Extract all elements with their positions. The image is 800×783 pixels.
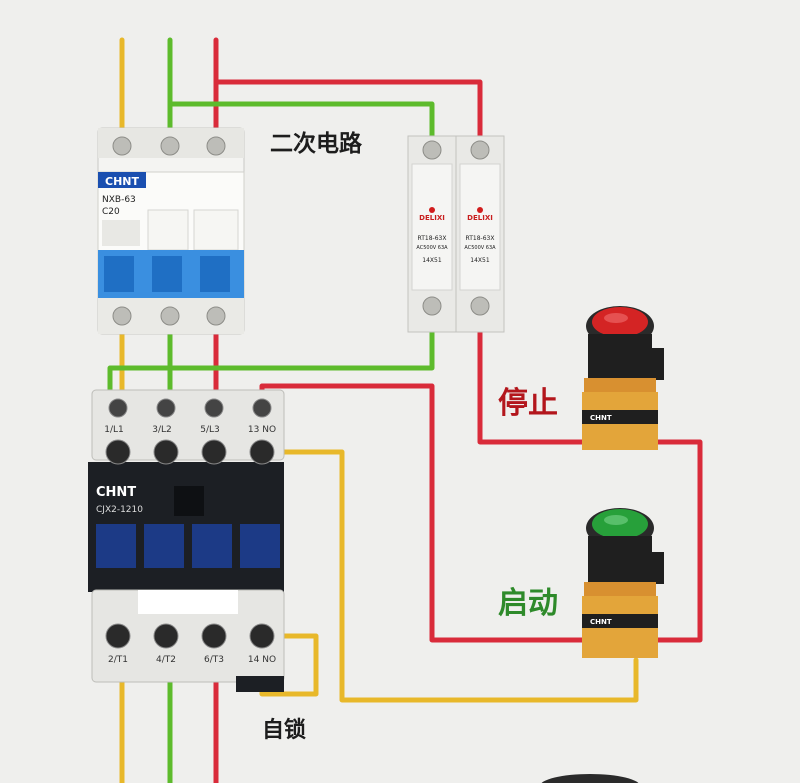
terminal-3-l2: 3/L2 xyxy=(152,425,172,435)
fuse2-model: RT18-63X xyxy=(466,235,495,242)
breaker-model: NXB-63 xyxy=(102,195,136,205)
contactor: 1/L1 3/L2 5/L3 13 NO CHNT CJX2-1210 2/T1… xyxy=(88,389,285,692)
fuse2-spec: AC500V 63A xyxy=(464,245,496,251)
terminal-14-no: 14 NO xyxy=(248,655,276,665)
fuse2-brand: DELIXI xyxy=(467,214,493,222)
secondary-circuit-label: 二次电路 xyxy=(270,131,362,157)
breaker-brand-badge xyxy=(98,172,146,188)
stop-label: 停止 xyxy=(498,386,558,421)
start-label: 启动 xyxy=(498,586,558,621)
fuse2-size: 14X51 xyxy=(470,257,490,264)
fuse-holders: DELIXI DELIXI RT18-63X RT18-63X AC500V 6… xyxy=(407,135,505,333)
terminal-13-no: 13 NO xyxy=(248,425,276,435)
fuse-out-red xyxy=(477,307,603,445)
fuse1-spec: AC500V 63A xyxy=(416,245,448,251)
circuit-breaker: CHNT NXB-63 C20 xyxy=(97,127,245,335)
control-wire-red xyxy=(213,79,483,143)
fuse1-brand: DELIXI xyxy=(419,214,445,222)
terminal-2-t1: 2/T1 xyxy=(108,655,128,665)
start-button[interactable]: CHNT xyxy=(582,508,664,658)
control-wire-green xyxy=(167,101,435,143)
breaker-brand: CHNT xyxy=(105,175,139,188)
contactor-model: CJX2-1210 xyxy=(96,505,143,515)
terminal-1-l1: 1/L1 xyxy=(104,425,124,435)
fuse1-model: RT18-63X xyxy=(418,235,447,242)
terminal-5-l3: 5/L3 xyxy=(200,425,220,435)
self-lock-label: 自锁 xyxy=(262,718,307,743)
stop-button-brand: CHNT xyxy=(590,414,612,422)
stop-to-start-red xyxy=(639,439,703,643)
start-button-brand: CHNT xyxy=(590,618,612,626)
stop-button[interactable]: CHNT xyxy=(582,306,664,450)
contactor-brand: CHNT xyxy=(96,485,136,500)
breaker-rating: C20 xyxy=(102,207,120,217)
bottom-partial-device xyxy=(541,774,639,783)
fuse1-size: 14X51 xyxy=(422,257,442,264)
terminal-6-t3: 6/T3 xyxy=(204,655,224,665)
contactor-13-yellow xyxy=(259,449,639,703)
terminal-4-t2: 4/T2 xyxy=(156,655,176,665)
